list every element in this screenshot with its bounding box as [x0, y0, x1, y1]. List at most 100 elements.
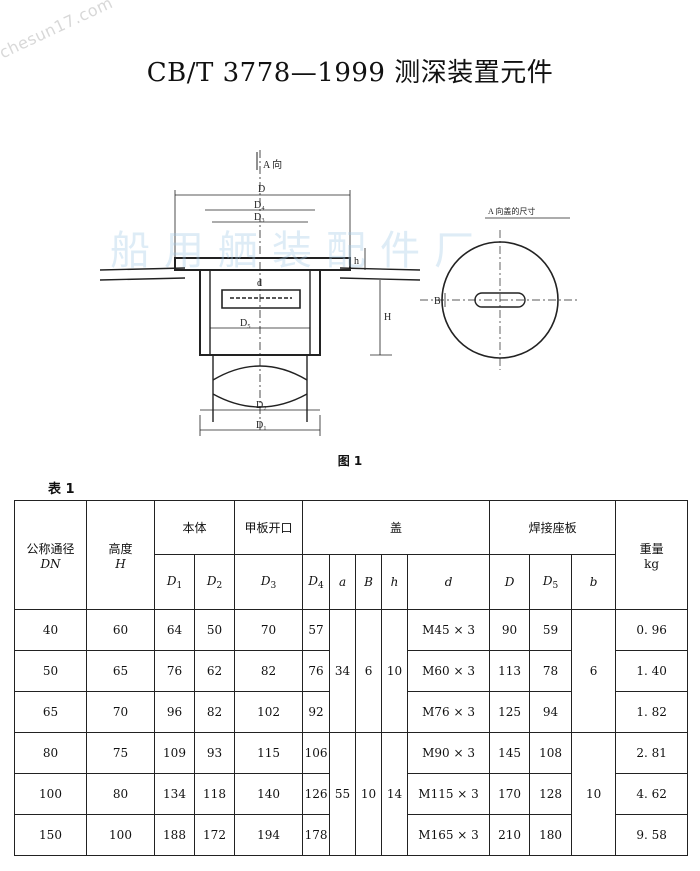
label-h: h	[354, 256, 359, 267]
cell-d1: 134	[154, 773, 195, 815]
cell-weight: 9. 58	[615, 814, 689, 856]
label-a-direction: A 向	[263, 158, 282, 171]
label-d4: D₄	[254, 200, 265, 211]
watermark-overlay: 船用舾装配件厂	[110, 228, 488, 274]
header-height-cn: 高度	[108, 541, 133, 556]
cell-d5: 128	[529, 773, 573, 815]
header-dn: 公称通径 DN	[14, 500, 87, 610]
header-dn-cn: 公称通径	[26, 541, 75, 556]
cell-D: 145	[489, 732, 531, 774]
header-height: 高度 H	[86, 500, 155, 610]
table-label: 表 1	[48, 482, 75, 497]
cell-weight: 2. 81	[615, 732, 689, 774]
cell-a-group1: 34	[329, 609, 357, 733]
label-H: H	[384, 312, 391, 323]
cell-d3: 102	[234, 691, 304, 733]
cell-dn: 150	[14, 814, 87, 856]
cell-B-group1: 6	[355, 609, 383, 733]
dim-d1	[199, 415, 321, 436]
drawing-svg: A 向 D D₄ D₃ D₅ D₂ D₁ h H A 向盖的尺寸 B d	[99, 150, 580, 436]
weld-flange	[174, 257, 351, 271]
cell-weight: 0. 96	[615, 609, 689, 651]
cover	[221, 289, 301, 309]
cell-d4: 178	[302, 814, 331, 856]
cell-d2: 50	[193, 609, 236, 651]
cell-d2: 172	[193, 814, 236, 856]
cell-d4: 126	[302, 773, 331, 815]
header-cover: 盖	[302, 500, 491, 555]
cell-a-group2: 55	[329, 732, 357, 856]
figure-caption: 图 1	[337, 454, 363, 468]
cell-dn: 50	[14, 650, 87, 692]
header-weight-cn: 重量	[639, 541, 664, 556]
cell-H: 60	[86, 609, 155, 651]
cell-H: 70	[86, 691, 155, 733]
table-row: 150 100 188 172 194 178 M165 × 3 210 180…	[14, 814, 689, 856]
cell-d: M90 × 3	[407, 732, 491, 774]
cell-d1: 109	[154, 732, 195, 774]
cell-b-group2: 10	[571, 732, 617, 856]
deck-plate-right	[339, 267, 421, 281]
cell-H: 100	[86, 814, 155, 856]
header-weight: 重量 kg	[615, 500, 689, 610]
cell-d5: 108	[529, 732, 573, 774]
cell-weight: 1. 82	[615, 691, 689, 733]
header-d2: D2	[193, 554, 236, 610]
label-B: B	[434, 296, 441, 307]
label-d: D	[258, 184, 265, 195]
cell-d3: 82	[234, 650, 304, 692]
page-title: CB/T 3778—1999 测深装置元件	[146, 58, 554, 88]
cell-d2: 93	[193, 732, 236, 774]
cell-d: M165 × 3	[407, 814, 491, 856]
cell-d3: 140	[234, 773, 304, 815]
cell-H: 80	[86, 773, 155, 815]
cell-d1: 188	[154, 814, 195, 856]
label-d2: D₂	[256, 400, 267, 411]
cell-d1: 96	[154, 691, 195, 733]
header-b: b	[571, 554, 617, 610]
cell-d3: 115	[234, 732, 304, 774]
cell-dn: 65	[14, 691, 87, 733]
cell-h-group2: 14	[381, 732, 409, 856]
cell-dn: 100	[14, 773, 87, 815]
cell-d2: 62	[193, 650, 236, 692]
cell-d2: 82	[193, 691, 236, 733]
cell-D: 210	[489, 814, 531, 856]
cell-d: M45 × 3	[407, 609, 491, 651]
header-dn-sym: DN	[40, 556, 61, 571]
cell-d2: 118	[193, 773, 236, 815]
label-d-small: d	[257, 278, 262, 289]
cell-weight: 4. 62	[615, 773, 689, 815]
header-B: B	[355, 554, 383, 610]
cell-d3: 194	[234, 814, 304, 856]
cell-H: 75	[86, 732, 155, 774]
technical-drawing: A 向 D D₄ D₃ D₅ D₂ D₁ h H A 向盖的尺寸 B d	[0, 130, 700, 450]
header-d4: D4	[302, 554, 331, 610]
cell-H: 65	[86, 650, 155, 692]
cell-d4: 106	[302, 732, 331, 774]
cell-d5: 94	[529, 691, 573, 733]
header-a: a	[329, 554, 357, 610]
header-d: d	[407, 554, 491, 610]
header-d3: D3	[234, 554, 304, 610]
cell-d1: 76	[154, 650, 195, 692]
cell-D: 113	[489, 650, 531, 692]
cell-d: M115 × 3	[407, 773, 491, 815]
table-row: 40 60 64 50 70 57 34 6 10 M45 × 3 90 59 …	[14, 609, 689, 733]
dim-H	[370, 280, 392, 356]
cell-d: M60 × 3	[407, 650, 491, 692]
header-weight-unit: kg	[644, 556, 660, 571]
label-a-view-note: A 向盖的尺寸	[488, 206, 535, 216]
header-d1: D1	[154, 554, 195, 610]
deck-plate-left	[99, 267, 186, 281]
cell-d5: 78	[529, 650, 573, 692]
cell-d: M76 × 3	[407, 691, 491, 733]
cell-B-group2: 10	[355, 732, 383, 856]
label-d5: D₅	[240, 318, 251, 329]
spec-table: 公称通径 DN 高度 H 本体 甲板开口 盖 焊接座板 重量 kg D1 D2 …	[14, 500, 689, 856]
body-inner	[209, 270, 311, 355]
cell-D: 125	[489, 691, 531, 733]
header-d5: D5	[529, 554, 573, 610]
header-D: D	[489, 554, 531, 610]
cell-d4: 92	[302, 691, 331, 733]
